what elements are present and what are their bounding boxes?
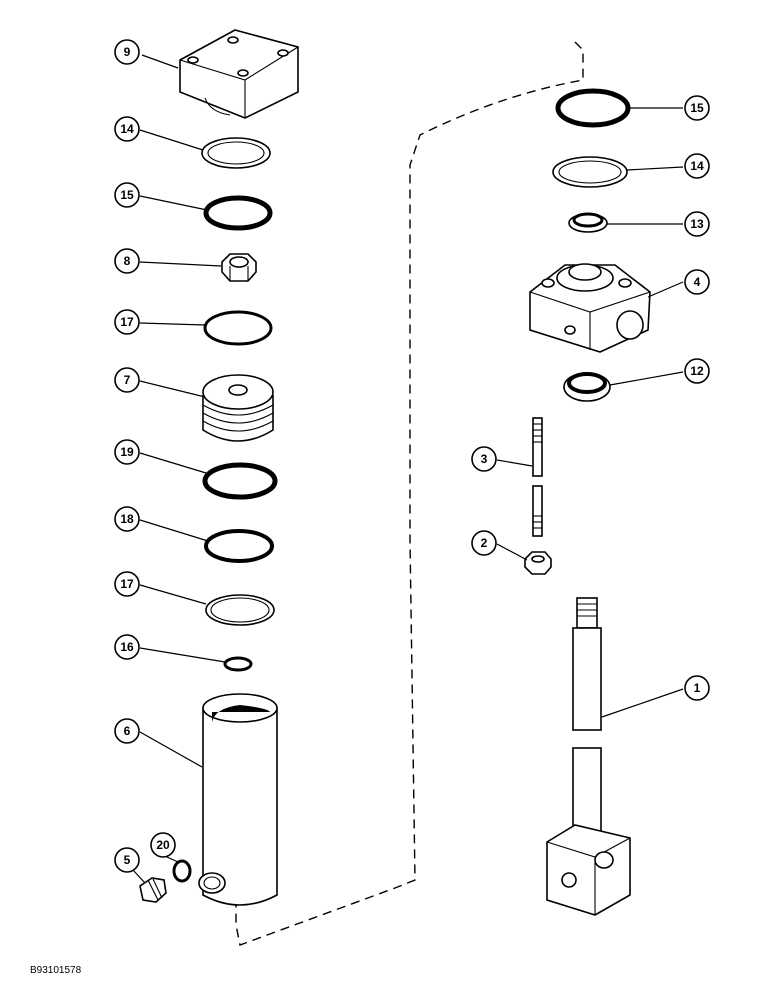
svg-text:1: 1 — [694, 681, 701, 695]
part-14-ring-left — [201, 137, 271, 169]
part-14-ring-right — [552, 156, 628, 188]
svg-text:17: 17 — [120, 315, 134, 329]
part-17-ring-lower — [205, 594, 275, 626]
callout-19: 19 — [114, 439, 140, 465]
callout-7: 7 — [114, 367, 140, 393]
part-19-o-ring — [202, 462, 278, 500]
callout-15-left: 15 — [114, 182, 140, 208]
callout-12: 12 — [684, 358, 710, 384]
svg-text:3: 3 — [481, 452, 488, 466]
svg-text:17: 17 — [120, 577, 134, 591]
callout-6: 6 — [114, 718, 140, 744]
callout-1: 1 — [684, 675, 710, 701]
part-1-piston-rod — [546, 597, 631, 916]
part-17-ring-upper — [203, 310, 273, 346]
part-2-nut — [524, 551, 552, 575]
svg-text:8: 8 — [124, 254, 131, 268]
svg-text:4: 4 — [694, 275, 701, 289]
svg-text:15: 15 — [690, 101, 704, 115]
svg-text:20: 20 — [156, 838, 170, 852]
svg-text:2: 2 — [481, 536, 488, 550]
svg-text:6: 6 — [124, 724, 131, 738]
callout-3: 3 — [471, 446, 497, 472]
svg-text:14: 14 — [690, 159, 704, 173]
svg-text:9: 9 — [124, 45, 131, 59]
part-12-seal — [563, 372, 611, 402]
svg-text:12: 12 — [690, 364, 704, 378]
part-3-threaded-stud — [532, 417, 543, 537]
part-5-plug — [139, 877, 167, 903]
part-6-cylinder-barrel — [198, 693, 278, 906]
callout-5: 5 — [114, 847, 140, 873]
part-18-o-ring — [204, 529, 274, 563]
callout-4: 4 — [684, 269, 710, 295]
callout-14-left: 14 — [114, 116, 140, 142]
svg-text:7: 7 — [124, 373, 131, 387]
figure-id-label: B93101578 — [30, 965, 82, 976]
svg-text:5: 5 — [124, 853, 131, 867]
svg-text:19: 19 — [120, 445, 134, 459]
callout-14-right: 14 — [684, 153, 710, 179]
callout-2: 2 — [471, 530, 497, 556]
part-15-o-ring-right — [555, 88, 631, 128]
part-16-small-ring — [223, 656, 253, 672]
part-4-valve-body — [529, 263, 651, 353]
callout-17-upper: 17 — [114, 309, 140, 335]
callout-17-lower: 17 — [114, 571, 140, 597]
part-15-o-ring-left — [203, 195, 273, 231]
callout-18: 18 — [114, 506, 140, 532]
callout-20: 20 — [150, 832, 176, 858]
part-9-end-cap — [179, 29, 299, 119]
assembly-dashed-outline — [235, 41, 584, 946]
callout-9: 9 — [114, 39, 140, 65]
part-8-hex-nut — [221, 253, 257, 282]
part-7-piston — [202, 374, 274, 442]
part-20-washer — [172, 859, 192, 883]
svg-text:14: 14 — [120, 122, 134, 136]
svg-text:16: 16 — [120, 640, 134, 654]
callout-13: 13 — [684, 211, 710, 237]
part-13-seal-ring — [568, 212, 608, 233]
svg-text:18: 18 — [120, 512, 134, 526]
callout-8: 8 — [114, 248, 140, 274]
callout-15-right: 15 — [684, 95, 710, 121]
leader-lines — [132, 54, 684, 884]
callout-16: 16 — [114, 634, 140, 660]
svg-text:13: 13 — [690, 217, 704, 231]
svg-text:15: 15 — [120, 188, 134, 202]
